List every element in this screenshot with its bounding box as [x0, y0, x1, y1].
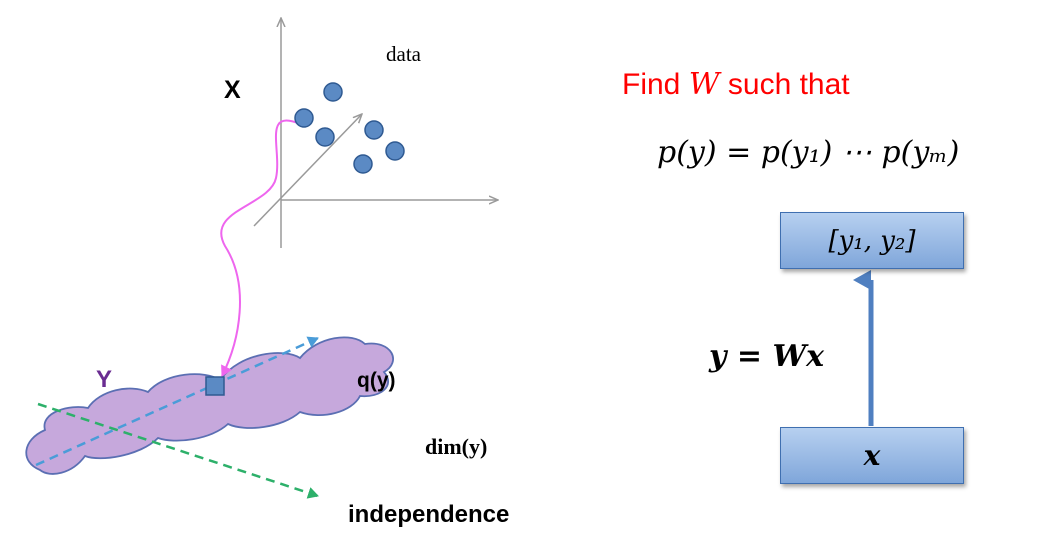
- transform-equation: y = Wx: [709, 339, 825, 374]
- input-box: x: [780, 427, 964, 484]
- heading: Find W such that: [622, 70, 850, 100]
- dim-label: dim(y): [425, 434, 488, 459]
- data-label: data: [386, 42, 421, 66]
- principal-direction-arrow: [35, 336, 319, 467]
- data-point: [315, 127, 335, 147]
- data-points: [294, 82, 405, 174]
- data-point: [353, 154, 373, 174]
- data-point: [323, 82, 343, 102]
- output-box-label: [y₁, y₂]: [828, 225, 916, 256]
- heading-prefix: Find: [622, 68, 689, 101]
- data-point: [385, 141, 405, 161]
- q-label: q(y): [357, 369, 396, 392]
- independence-label: independence: [348, 501, 510, 528]
- mapping-curve: [220, 119, 301, 377]
- distribution-cloud: [25, 336, 394, 475]
- data-axes: [253, 18, 498, 248]
- output-box: [y₁, y₂]: [780, 212, 964, 269]
- heading-suffix: such that: [719, 68, 850, 101]
- heading-variable: W: [688, 67, 720, 102]
- input-box-label: x: [863, 439, 881, 472]
- axis-depth: [253, 114, 362, 227]
- x-label: X: [224, 76, 241, 104]
- independence-direction-arrow: [37, 402, 319, 499]
- projected-point: [205, 376, 225, 396]
- factorization-equation: p(y) = p(y₁) ⋯ p(yₘ): [657, 135, 960, 170]
- data-point: [294, 108, 314, 128]
- y-label: Y: [96, 366, 113, 393]
- data-point: [364, 120, 384, 140]
